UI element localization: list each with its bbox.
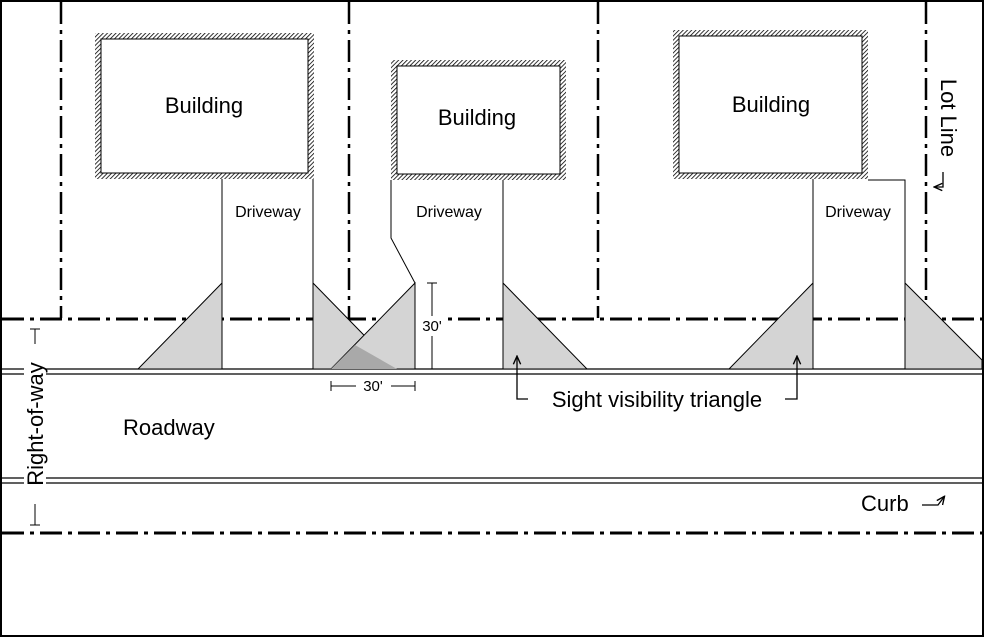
dimension-vertical: 30'	[418, 282, 446, 370]
sight-triangle-overlap	[331, 345, 397, 369]
building-label: Building	[438, 105, 516, 130]
driveway-1: Driveway	[221, 179, 314, 369]
callout-arrow-left	[517, 357, 528, 400]
curb-line-top	[2, 368, 982, 375]
curb-callout: Curb	[861, 491, 944, 516]
driveway-label: Driveway	[235, 204, 301, 221]
lot-line-arrow	[935, 172, 944, 187]
building-3: Building	[673, 30, 868, 179]
driveway-label: Driveway	[416, 204, 482, 221]
sight-triangle-label: Sight visibility triangle	[552, 387, 762, 412]
dimension-label-horizontal: 30'	[363, 378, 383, 395]
right-of-way-dimension: Right-of-way	[23, 328, 48, 526]
sight-triangle	[502, 281, 589, 370]
sight-triangle	[727, 281, 814, 370]
driveway-3: Driveway	[812, 179, 906, 369]
building-2: Building	[391, 60, 566, 180]
lot-line-callout: Lot Line	[935, 79, 961, 187]
building-1: Building	[95, 33, 314, 179]
sight-triangle	[904, 281, 983, 370]
building-label: Building	[732, 92, 810, 117]
lot-lines	[59, 2, 928, 318]
curb-label: Curb	[861, 491, 909, 516]
roadway-label: Roadway	[123, 415, 215, 440]
building-label: Building	[165, 93, 243, 118]
dimension-label-vertical: 30'	[422, 318, 442, 335]
sight-triangles	[136, 281, 983, 370]
driveway-label: Driveway	[825, 204, 891, 221]
dimension-horizontal: 30'	[330, 378, 416, 395]
driveway-2: Driveway	[390, 180, 504, 369]
sight-triangle-callout: Sight visibility triangle	[517, 357, 797, 412]
callout-arrow-right	[785, 357, 797, 400]
right-of-way-label: Right-of-way	[23, 362, 48, 485]
curb-line-bottom	[2, 477, 982, 484]
sight-triangle	[136, 281, 223, 370]
lot-line-label: Lot Line	[936, 79, 961, 157]
curb-arrow	[922, 497, 944, 506]
